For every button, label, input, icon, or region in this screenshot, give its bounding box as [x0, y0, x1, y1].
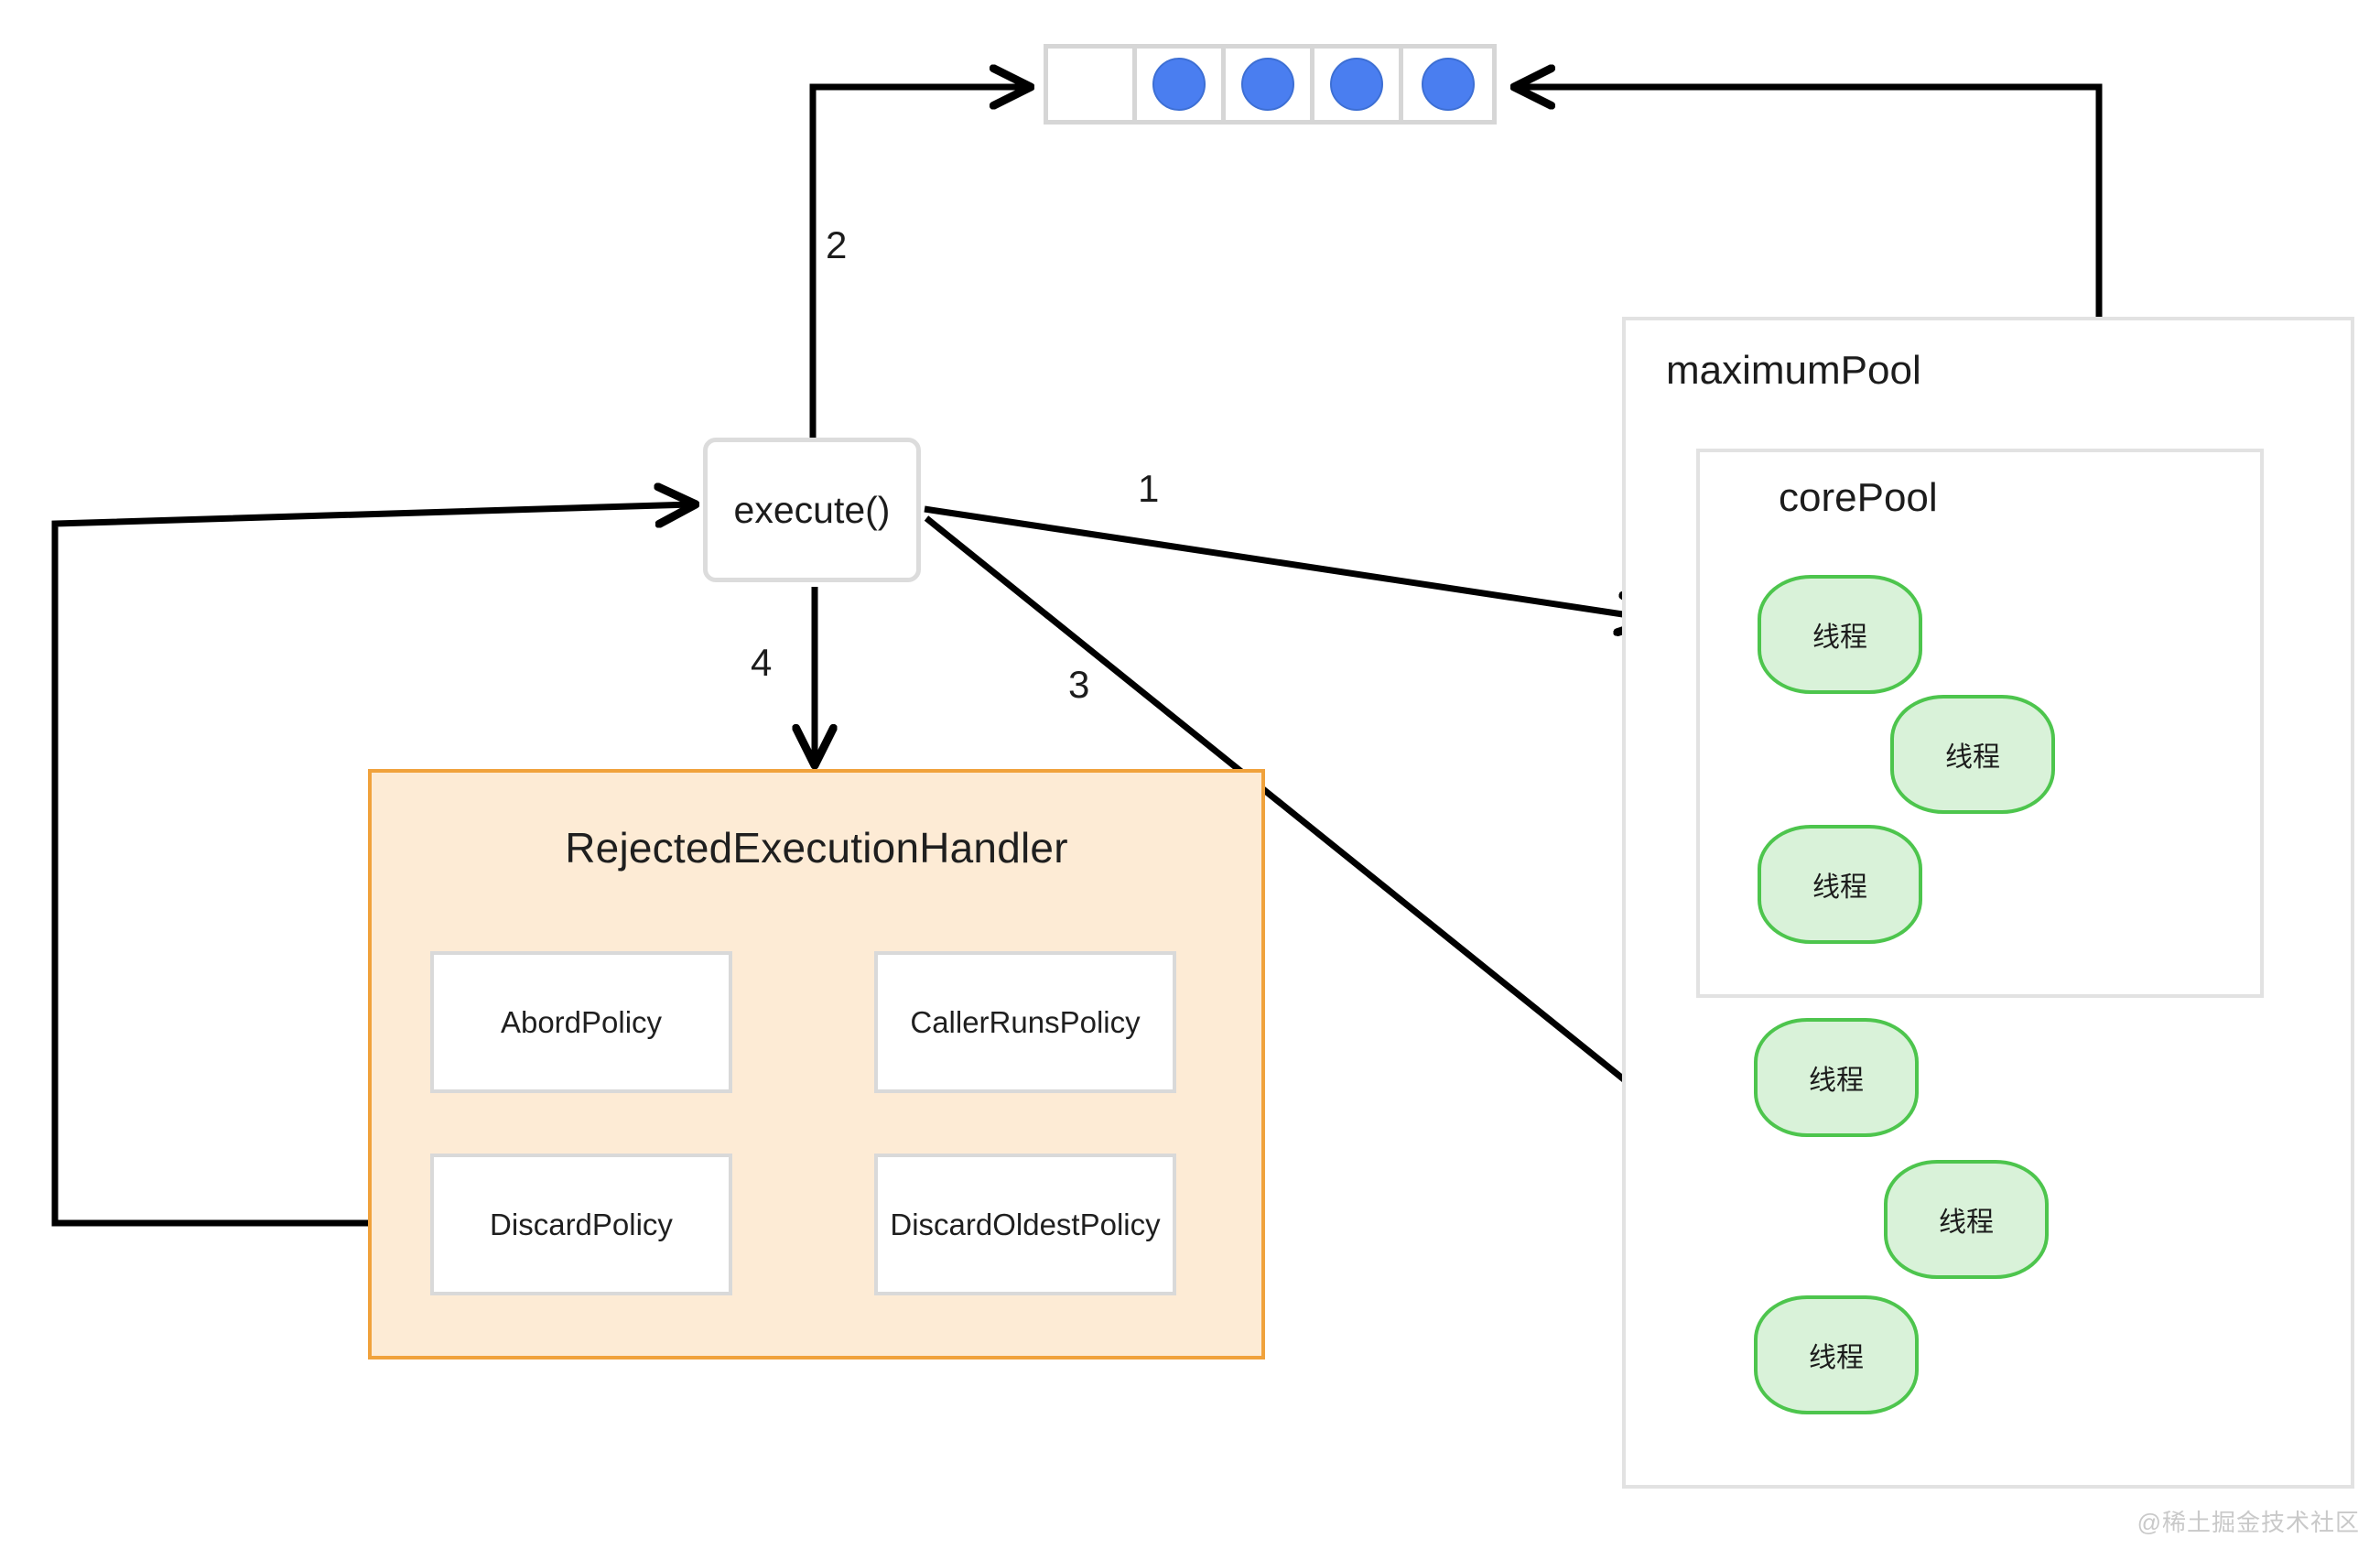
thread-label: 线程 — [1812, 872, 1867, 903]
thread-node: 线程 — [1884, 1160, 2049, 1279]
policy-discard[interactable]: DiscardPolicy — [430, 1154, 732, 1295]
execute-label: execute() — [733, 488, 891, 531]
policy-discardoldest[interactable]: DiscardOldestPolicy — [874, 1154, 1176, 1295]
thread-node: 线程 — [1754, 1018, 1919, 1137]
task-dot-icon — [1241, 58, 1294, 111]
step-label-2: 2 — [826, 223, 848, 266]
queue-cell-filled — [1137, 49, 1226, 120]
watermark: @稀土掘金技术社区 — [2137, 1509, 2360, 1536]
maximum-pool-label: maximumPool — [1666, 348, 1921, 393]
task-dot-icon — [1421, 58, 1475, 111]
thread-label: 线程 — [1812, 623, 1867, 653]
thread-node: 线程 — [1758, 575, 1922, 694]
policy-label: CallerRunsPolicy — [910, 1004, 1141, 1039]
task-dot-icon — [1330, 58, 1383, 111]
core-pool-label: corePool — [1779, 475, 1938, 520]
execute-node: execute() — [703, 438, 921, 582]
policy-label: DiscardPolicy — [490, 1207, 673, 1241]
policy-label: AbordPolicy — [500, 1004, 663, 1039]
rejected-execution-handler-group: RejectedExecutionHandler AbordPolicy Cal… — [368, 769, 1265, 1359]
thread-label: 线程 — [1939, 1208, 1994, 1238]
edge-execute-to-corepool — [924, 505, 1653, 619]
task-dot-icon — [1152, 58, 1206, 111]
thread-label: 线程 — [1945, 742, 2000, 773]
policy-abord[interactable]: AbordPolicy — [430, 951, 732, 1093]
core-pool-group: corePool 线程 线程 线程 — [1696, 449, 2264, 998]
thread-node: 线程 — [1758, 825, 1922, 944]
queue-cell-filled — [1314, 49, 1403, 120]
policy-callerruns[interactable]: CallerRunsPolicy — [874, 951, 1176, 1093]
policy-label: DiscardOldestPolicy — [890, 1207, 1161, 1241]
queue-cell-filled — [1403, 49, 1492, 120]
step-label-3: 3 — [1068, 663, 1090, 706]
step-label-1: 1 — [1138, 467, 1160, 510]
step-label-4: 4 — [751, 641, 773, 684]
thread-label: 线程 — [1809, 1343, 1864, 1373]
thread-label: 线程 — [1809, 1066, 1864, 1096]
queue-cell-empty — [1048, 49, 1137, 120]
policy-grid: AbordPolicy CallerRunsPolicy DiscardPoli… — [430, 951, 1214, 1295]
task-queue — [1044, 44, 1497, 125]
rejected-execution-handler-title: RejectedExecutionHandler — [565, 824, 1068, 872]
thread-node: 线程 — [1890, 695, 2055, 814]
queue-cell-filled — [1226, 49, 1314, 120]
thread-node: 线程 — [1754, 1295, 1919, 1414]
